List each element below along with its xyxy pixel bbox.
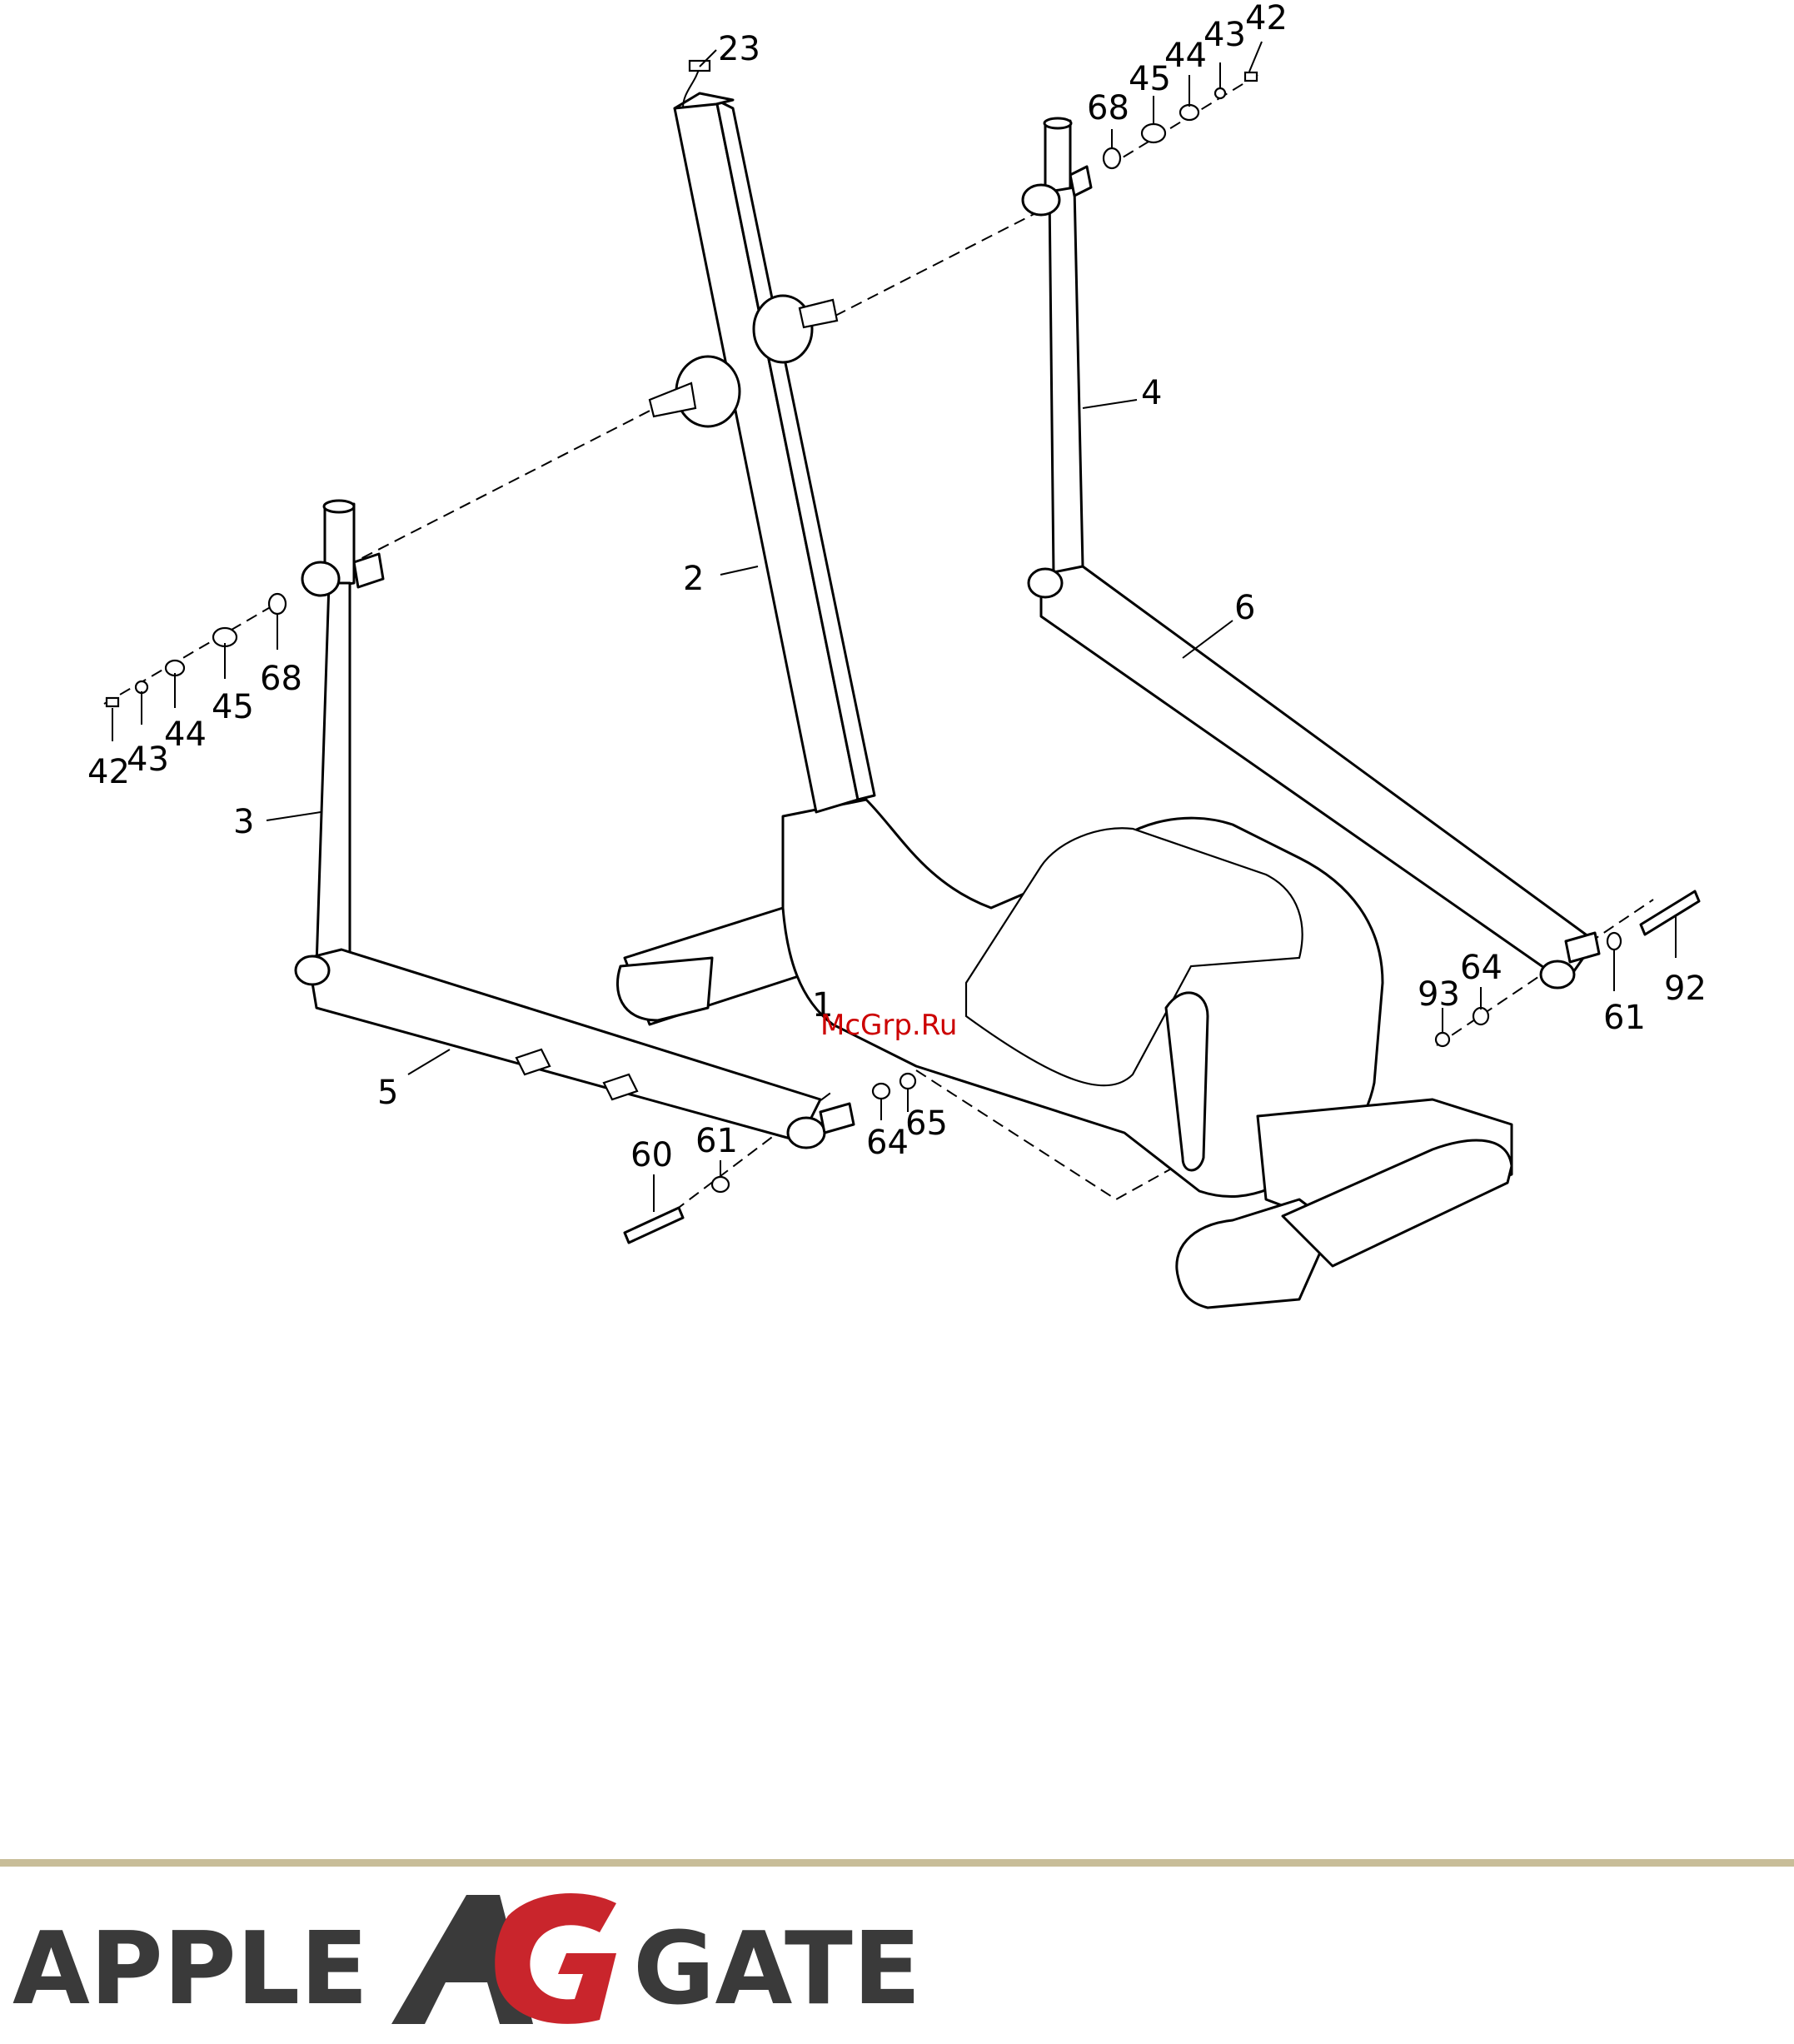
label-part-3: 3 — [233, 803, 254, 841]
label-part-2: 2 — [683, 560, 704, 598]
label-part-60: 60 — [630, 1136, 673, 1174]
label-part-45-left: 45 — [212, 688, 254, 726]
logo-emblem-icon — [391, 1893, 616, 2024]
label-part-68-right: 68 — [1087, 89, 1129, 127]
label-part-4: 4 — [1141, 374, 1162, 412]
label-part-64-right: 64 — [1460, 949, 1502, 987]
main-frame-part — [617, 800, 1512, 1308]
label-part-61-right: 61 — [1603, 999, 1646, 1037]
label-part-42-right: 42 — [1245, 0, 1288, 37]
label-part-65: 65 — [905, 1104, 948, 1143]
right-handlebar-part — [1023, 118, 1091, 575]
left-hardware-part — [107, 594, 286, 706]
label-part-23: 23 — [718, 30, 760, 68]
label-part-64-lower: 64 — [866, 1124, 909, 1162]
upright-post-part — [650, 93, 875, 812]
label-part-92: 92 — [1664, 970, 1707, 1008]
logo-word-left: APPLE — [12, 1912, 368, 2027]
left-handlebar-part — [302, 501, 383, 966]
label-part-5: 5 — [377, 1074, 398, 1112]
label-part-44-right: 44 — [1164, 37, 1207, 75]
label-part-42-left: 42 — [87, 753, 130, 791]
label-part-61-lower: 61 — [695, 1122, 738, 1160]
label-part-6: 6 — [1234, 589, 1255, 627]
logo-word-right: GATE — [633, 1912, 921, 2027]
label-part-93: 93 — [1418, 975, 1460, 1014]
label-part-44-left: 44 — [164, 715, 207, 754]
label-part-43-left: 43 — [127, 740, 169, 779]
label-part-68-left: 68 — [260, 660, 302, 698]
axis-dashed-line-left — [104, 600, 283, 704]
watermark: McGrp.Ru — [820, 1009, 957, 1042]
label-part-43-right: 43 — [1203, 16, 1246, 54]
applegate-logo: APPLE GATE — [0, 1866, 958, 2044]
